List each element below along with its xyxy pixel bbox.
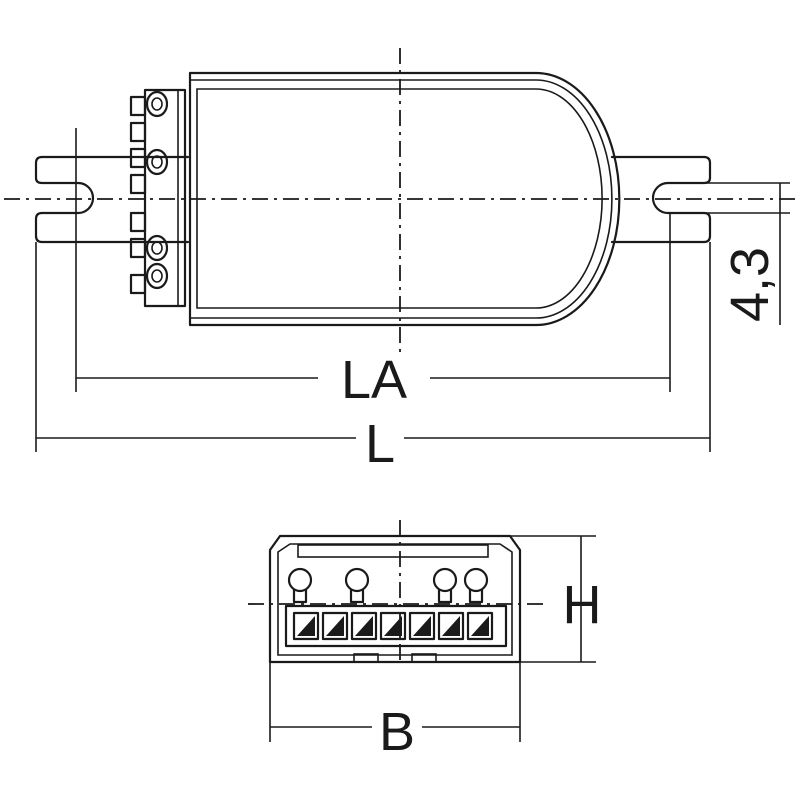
bottom-rail-left (353, 653, 379, 663)
front-connector-housing (284, 604, 508, 648)
housing-inner-line-1 (190, 79, 613, 319)
housing-inner-line-2 (196, 88, 603, 309)
bottom-rail-right (411, 653, 437, 663)
b-dimension-label: B (379, 702, 415, 762)
la-dimension-label: LA (341, 350, 407, 410)
terminal-teeth (129, 95, 147, 295)
hole-diameter-label: 4,3 (720, 247, 780, 322)
housing-outline (188, 71, 621, 327)
front-top-rail (297, 544, 489, 558)
terminal-block (143, 88, 187, 308)
l-dimension-label: L (365, 414, 395, 474)
right-mounting-tab (610, 155, 712, 244)
left-mounting-tab (34, 155, 190, 244)
front-inner-frame (277, 543, 513, 656)
top-view: 4,3 LA L (4, 48, 798, 474)
front-terminal-cells (292, 611, 494, 641)
front-screws (287, 567, 489, 604)
terminal-screws (145, 90, 169, 290)
front-view: H B (248, 520, 602, 762)
h-dimension-label: H (563, 575, 602, 635)
